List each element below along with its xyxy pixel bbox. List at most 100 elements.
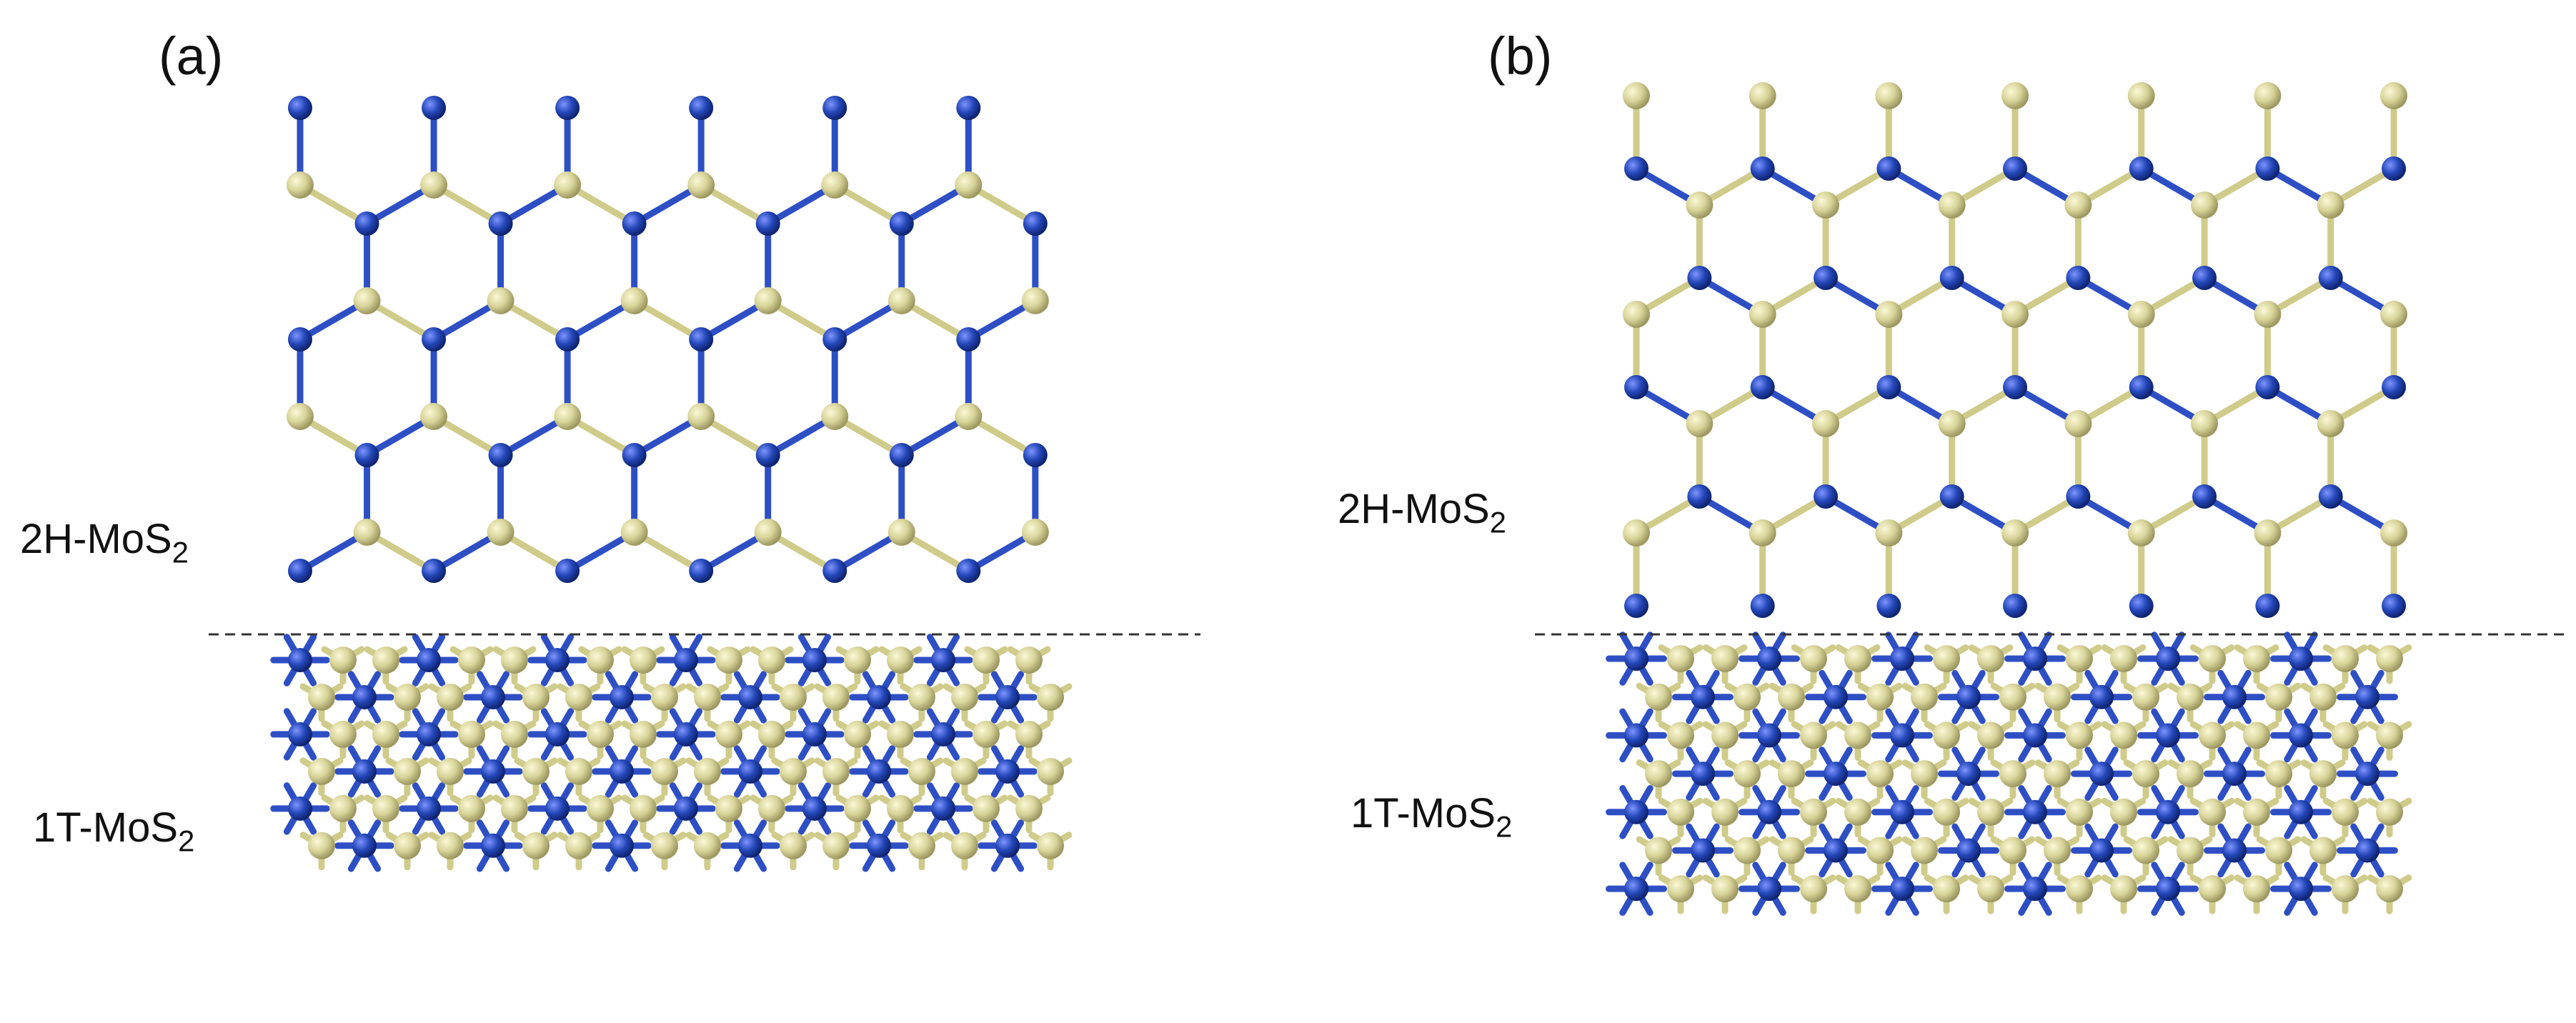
mo-atom [1757, 877, 1781, 902]
s-atom [1977, 875, 2004, 903]
mo-atom [481, 759, 505, 784]
s-atom [715, 794, 742, 822]
s-atom [1667, 645, 1694, 672]
mo-atom [1814, 266, 1839, 290]
mo-atom [956, 327, 981, 351]
mo-atom [1624, 647, 1648, 671]
s-atom [1015, 794, 1043, 822]
s-atom [522, 832, 549, 859]
phase-subscript: 2 [1496, 809, 1513, 844]
s-atom [1844, 875, 1871, 903]
mo-atom [288, 96, 312, 120]
s-atom [437, 832, 464, 859]
s-atom [420, 403, 448, 430]
s-atom [1977, 722, 2004, 749]
s-atom [2376, 645, 2403, 672]
s-atom [1800, 645, 1827, 672]
s-atom [420, 171, 448, 199]
mo-atom [1624, 594, 1648, 618]
mo-atom [1890, 877, 1914, 902]
panel-a-label: (a) [159, 26, 224, 86]
mo-atom [2023, 877, 2047, 902]
s-atom [1667, 798, 1694, 826]
s-atom [554, 403, 582, 430]
s-atom [1977, 798, 2004, 826]
s-atom [1866, 837, 1894, 864]
mo-atom [2289, 799, 2313, 824]
mo-atom [1876, 594, 1901, 618]
mo-atom [1956, 762, 1981, 787]
s-atom [715, 720, 742, 748]
s-atom [2127, 301, 2155, 328]
mo-atom [488, 211, 513, 236]
mo-atom [2192, 484, 2217, 509]
s-atom [1800, 722, 1827, 749]
s-atom [1800, 798, 1827, 826]
mo-atom [2156, 723, 2180, 748]
mo-atom [354, 443, 379, 467]
s-atom [2332, 645, 2359, 672]
atom-layer [287, 96, 1064, 859]
mo-atom [867, 684, 891, 709]
mo-atom [555, 327, 580, 351]
mo-atom [1757, 647, 1781, 671]
s-atom [1749, 519, 1776, 547]
s-atom [2243, 798, 2270, 826]
mo-atom [417, 722, 441, 747]
mo-atom [1750, 375, 1775, 399]
mo-atom [622, 443, 647, 467]
s-atom [2254, 519, 2282, 547]
panel-b-1t-label: 1T-MoS2 [1351, 790, 1512, 842]
mo-atom [689, 559, 714, 583]
mo-atom [2222, 762, 2247, 787]
mo-atom [555, 96, 580, 120]
s-atom [1778, 760, 1805, 788]
s-atom [1977, 645, 2004, 672]
s-atom [630, 720, 657, 748]
mo-atom [995, 833, 1020, 858]
mo-atom [1023, 211, 1048, 236]
mo-atom [610, 833, 634, 858]
s-atom [1812, 191, 1840, 219]
s-atom [2332, 875, 2359, 903]
s-atom [2199, 798, 2226, 826]
mo-atom [352, 833, 377, 858]
s-atom [2132, 760, 2159, 788]
mo-atom [481, 833, 505, 858]
s-atom [587, 794, 614, 822]
mo-atom [610, 684, 634, 709]
mo-atom [2156, 877, 2180, 902]
mo-atom [1750, 594, 1775, 618]
phase-subscript: 2 [1489, 505, 1506, 539]
mo-atom [2156, 799, 2180, 824]
s-atom [2317, 191, 2344, 219]
mo-atom [1824, 838, 1848, 863]
s-atom [887, 794, 914, 822]
s-atom [501, 647, 528, 674]
mo-atom [995, 684, 1020, 709]
s-atom [2243, 645, 2270, 672]
s-atom [822, 683, 850, 711]
s-atom [2380, 82, 2408, 109]
phase-formula: 1T-MoS [1351, 790, 1496, 837]
s-atom [1844, 645, 1871, 672]
s-atom [2309, 837, 2337, 864]
s-atom [951, 683, 978, 711]
s-atom [2191, 410, 2219, 437]
s-atom [1911, 683, 1938, 711]
s-atom [630, 794, 657, 822]
mo-atom [2222, 684, 2247, 709]
s-atom [2001, 301, 2029, 328]
s-atom [2177, 683, 2204, 711]
mo-atom [2003, 594, 2028, 618]
s-atom [1711, 875, 1739, 903]
s-atom [651, 832, 678, 859]
mo-atom [2355, 684, 2379, 709]
s-atom [1667, 722, 1694, 749]
s-atom [687, 171, 715, 199]
mo-atom [2129, 594, 2154, 618]
s-atom [522, 757, 549, 785]
mo-atom [822, 96, 847, 120]
s-atom [1734, 837, 1761, 864]
